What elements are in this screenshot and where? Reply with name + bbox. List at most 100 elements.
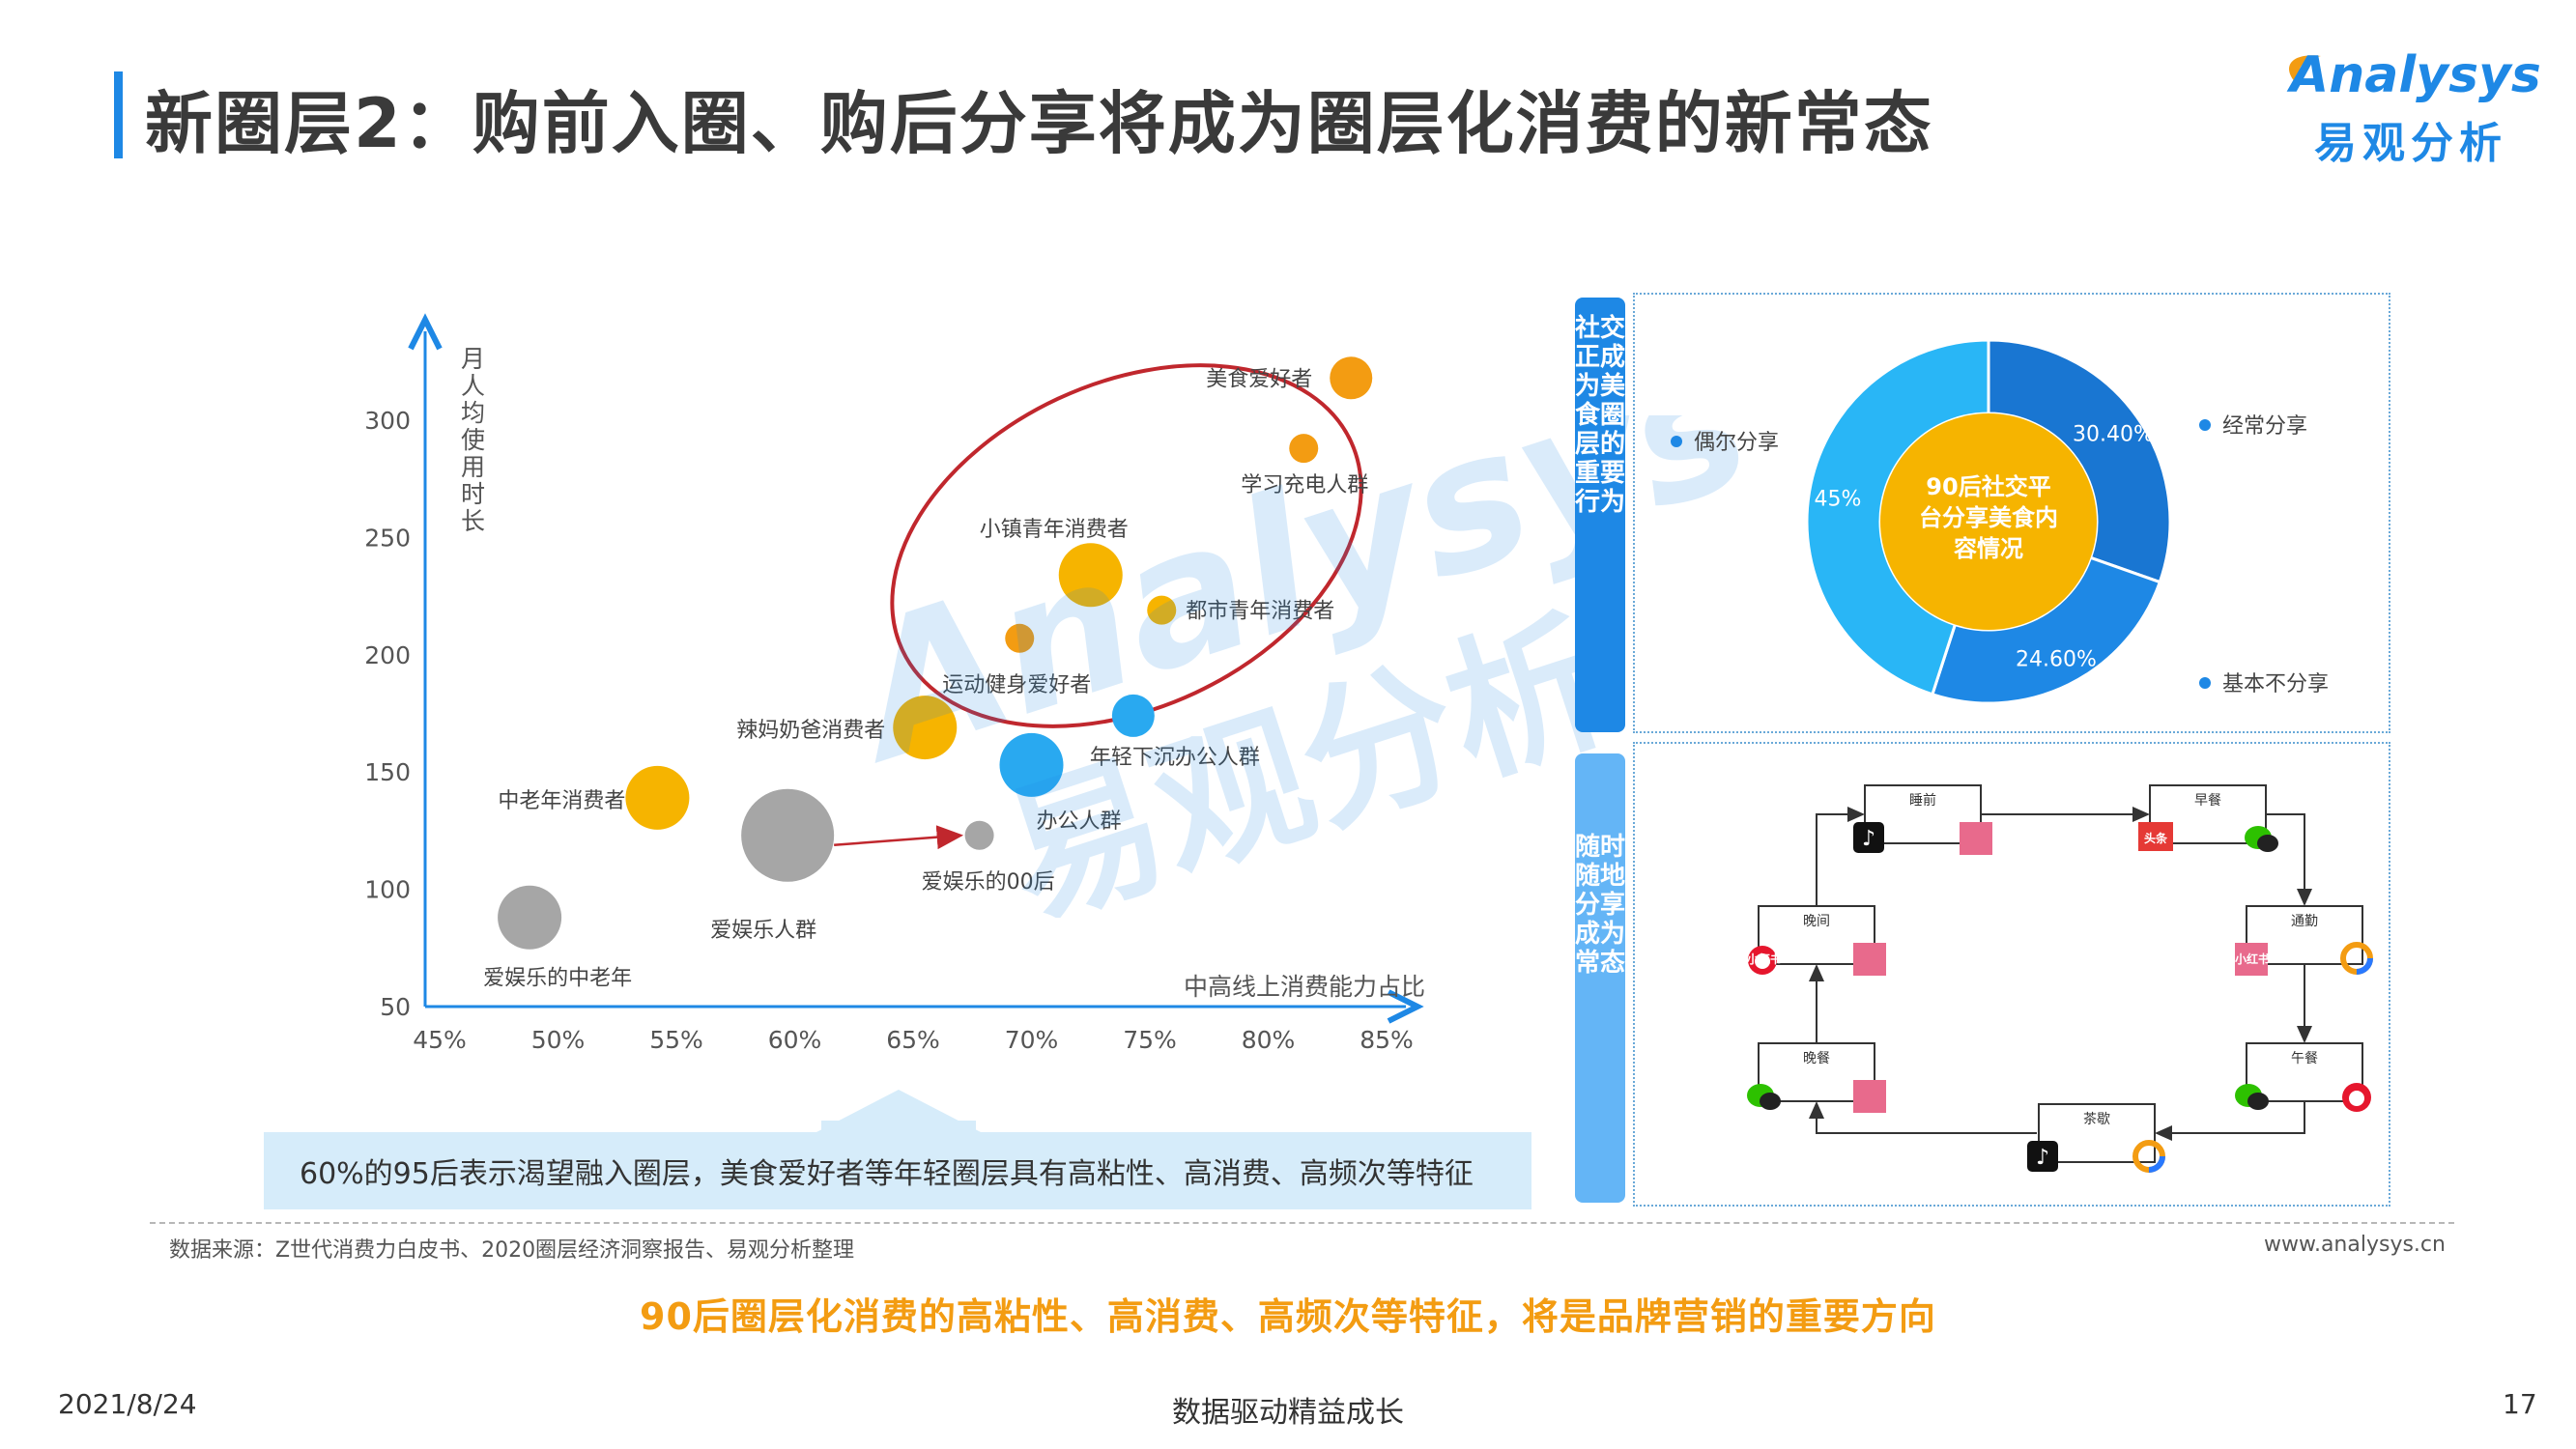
footer-date: 2021/8/24 [58,1388,197,1420]
tiktok-glyph: ♪ [2036,1146,2049,1170]
app-text-label: 小红书 [2235,952,2270,966]
xiaohongshu-icon [1960,822,1992,855]
weibo-icon-inner [2349,1091,2364,1106]
tiktok-icon [1853,822,1884,853]
callout-arrow-stem [821,1121,976,1134]
cycle-node: 睡前♪ [1853,784,1992,855]
y-tick-label: 150 [364,758,411,786]
footer-divider [150,1222,2454,1224]
x-tick-label: 55% [649,1026,703,1054]
cycle-node-label: 午餐 [2291,1051,2318,1066]
wechat-icon-bubble [1760,1093,1781,1110]
bubble-label: 美食爱好者 [1206,367,1312,391]
cycle-node: 午餐 [2235,1042,2371,1112]
donut-slice-label: 30.40% [2073,423,2154,447]
tiktok-icon [2027,1141,2058,1172]
flow-arrow [1809,1101,2037,1134]
bubble-point [964,820,994,850]
y-axis-label: 月人均使用时长 [461,345,485,535]
highlight-ellipse [890,363,1363,728]
app-text-label: 头条 [2144,831,2168,845]
bubble-label: 爱娱乐的00后 [922,870,1055,895]
logo-swoosh-icon [2289,55,2321,85]
flow-arrow [2155,1101,2305,1141]
donut-center-label: 容情况 [1954,535,2023,562]
bubble-point [1330,356,1373,400]
legend-marker [2199,677,2211,689]
legend-marker [1671,436,1682,447]
bubble-label: 都市青年消费者 [1186,600,1334,624]
bubble-label: 学习充电人群 [1241,473,1368,497]
xiaohongshu-icon [1853,1080,1886,1113]
bubble-label: 爱娱乐的中老年 [483,967,632,991]
donut-center [1880,413,2097,630]
bubble-point [498,885,562,950]
bubble-label: 辣妈奶爸消费者 [736,719,885,743]
sidebar-anytime-sharing [1575,753,1625,1203]
donut-center-label: 台分享美食内 [1919,504,2058,531]
x-tick-label: 60% [768,1026,822,1054]
cycle-node-box [2246,1042,2363,1102]
app-ring-icon-segment [2132,1140,2165,1173]
x-tick-label: 65% [886,1026,940,1054]
cycle-node-label: 茶歇 [2083,1112,2110,1127]
title-accent-bar [114,71,123,158]
bubble-point [1005,623,1035,653]
sidebar-anytime-sharing-text: 随时随地分享成为常态 [1575,833,1626,978]
cycle-node: 晚餐 [1747,1042,1886,1113]
wechat-icon-bubble [2247,1093,2269,1110]
y-tick-label: 250 [364,524,411,552]
donut-slice-label: 45% [1814,487,1861,511]
y-axis-label-char: 使 [461,426,485,454]
y-axis-label-char: 长 [461,507,485,535]
app-text-label: 小红书 [1747,952,1782,966]
x-tick-label: 50% [531,1026,586,1054]
bubble-point [1147,595,1177,625]
flow-arrow [2266,813,2312,906]
y-axis-label-char: 人 [461,372,485,400]
legend-marker [2199,419,2211,431]
bubble-label: 中老年消费者 [498,789,625,813]
app-ring-icon-segment [2340,942,2373,975]
y-tick-label: 200 [364,641,411,669]
bubble-point [999,732,1064,797]
logo-wordmark: Analysys [2290,46,2541,104]
x-axis-label: 中高线上消费能力占比 [1184,973,1425,1001]
bubble-label: 办公人群 [1037,810,1122,834]
legend-label: 经常分享 [2222,414,2307,439]
bubble-point [893,696,958,760]
donut-panel [1633,293,2390,733]
y-axis-label-char: 均 [461,399,485,427]
legend-label: 基本不分享 [2222,672,2329,696]
cycle-node-label: 早餐 [2194,793,2221,809]
x-tick-label: 80% [1242,1026,1296,1054]
bubble-label: 爱娱乐人群 [710,919,816,943]
cycle-node: 茶歇 ♪ [2027,1103,2165,1173]
xiaohongshu-icon [2235,943,2268,976]
bubble-label: 小镇青年消费者 [980,518,1129,542]
trend-arrow [834,825,964,850]
x-tick-label: 75% [1123,1026,1177,1054]
toutiao-icon [2138,822,2173,851]
callout-box [264,1132,1531,1209]
page-number: 17 [2503,1388,2537,1420]
footer-slogan: 数据驱动精益成长 [1172,1396,1404,1430]
sidebar-social-behavior-text: 社交正成为美食圈层的重要行为 [1575,314,1626,517]
y-tick-label: 50 [380,993,411,1021]
bubble-point [1058,543,1123,608]
bubble-point [1289,434,1319,464]
weibo-icon-inner [1755,953,1770,969]
donut-slice-label: 24.60% [2016,648,2097,672]
x-tick-label: 70% [1005,1026,1059,1054]
y-axis-label-char: 时 [461,480,485,508]
logo-chinese: 易观分析 [2314,119,2507,168]
y-axis-label-char: 用 [461,453,485,481]
cycle-node-label: 晚间 [1803,914,1830,929]
conclusion-text: 90后圈层化消费的高粘性、高消费、高频次等特征，将是品牌营销的重要方向 [640,1295,1936,1338]
bubble-point [1111,694,1155,737]
wechat-icon-bubble [2257,835,2278,852]
